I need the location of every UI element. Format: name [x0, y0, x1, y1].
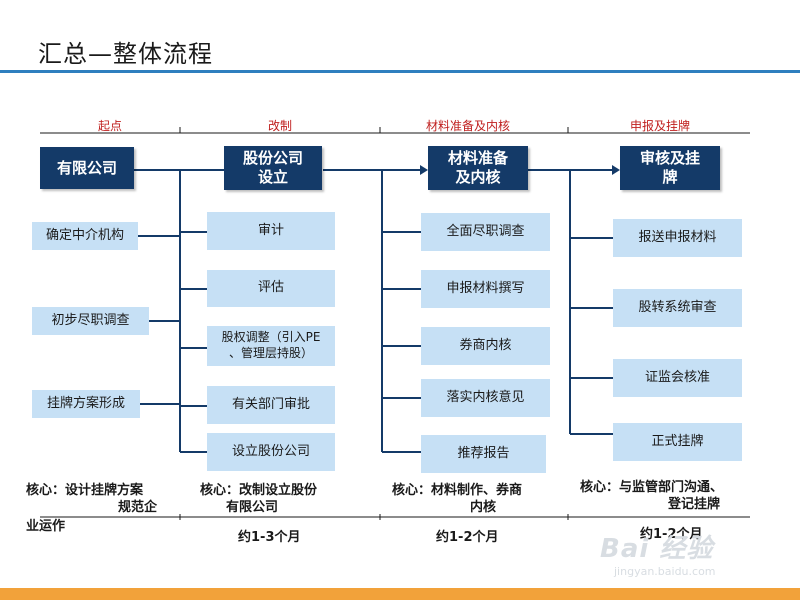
step-label: 股权调整（引入PE — [221, 330, 321, 345]
stage-box-joint-stock: 股份公司 设立 — [224, 146, 322, 190]
step-label: 、管理层持股） — [228, 346, 313, 360]
stage-label: 审核及挂 — [639, 149, 700, 168]
stage-label: 牌 — [662, 168, 678, 186]
core-note-1b: 规范企 — [118, 500, 158, 515]
step-box-equity-adjustment: 股权调整（引入PE 、管理层持股） — [207, 326, 335, 366]
step-box: 落实内核意见 — [421, 379, 550, 417]
footer-bar — [0, 588, 800, 600]
step-box: 初步尽职调查 — [32, 307, 149, 335]
core-note-1a: 核心：设计挂牌方案 — [26, 483, 144, 498]
step-box: 股转系统审查 — [613, 289, 742, 327]
phase-label-restructure: 改制 — [267, 119, 292, 133]
step-box: 挂牌方案形成 — [32, 390, 140, 418]
core-note-3a: 核心：材料制作、券商 — [392, 483, 523, 498]
baidu-watermark: Bai 经验 jingyan.baidu.com — [600, 528, 770, 588]
stage-label: 材料准备 — [447, 149, 508, 168]
stage-box-limited-company: 有限公司 — [40, 147, 134, 189]
step-box: 证监会核准 — [613, 359, 742, 397]
core-note-4b: 登记挂牌 — [668, 497, 721, 512]
stage-label: 股份公司 — [242, 149, 303, 168]
phase-label-start: 起点 — [97, 119, 122, 133]
step-box: 全面尽职调查 — [421, 213, 550, 251]
core-note-1c: 业运作 — [26, 519, 66, 534]
core-note-3b: 内核 — [470, 500, 497, 515]
arrow-head — [612, 165, 620, 175]
core-note-2a: 核心：改制设立股份 — [200, 483, 318, 498]
watermark-logo-text: Bai 经验 — [600, 534, 714, 564]
duration-restructure: 约1-3个月 — [238, 530, 301, 545]
step-box: 设立股份公司 — [207, 433, 335, 471]
step-box: 推荐报告 — [421, 435, 546, 473]
watermark-url: jingyan.baidu.com — [614, 565, 716, 578]
step-box: 申报材料撰写 — [421, 270, 550, 308]
stage-box-review-listing: 审核及挂 牌 — [620, 146, 720, 190]
stage-label: 及内核 — [455, 168, 501, 186]
core-note-2b: 有限公司 — [226, 500, 279, 515]
core-note-4a: 核心：与监管部门沟通、 — [580, 480, 724, 495]
stage-label: 有限公司 — [56, 158, 117, 177]
phase-label-materials: 材料准备及内核 — [425, 119, 510, 133]
page-title: 汇总—整体流程 — [38, 40, 213, 68]
step-box: 审计 — [207, 212, 335, 250]
phase-label-listing: 申报及挂牌 — [629, 119, 690, 133]
stage-box-materials: 材料准备 及内核 — [428, 146, 528, 190]
step-box: 券商内核 — [421, 327, 550, 365]
step-box: 确定中介机构 — [32, 222, 138, 250]
step-box: 正式挂牌 — [613, 423, 742, 461]
step-box: 报送申报材料 — [613, 219, 742, 257]
stage-label: 设立 — [257, 168, 288, 186]
duration-materials: 约1-2个月 — [436, 530, 499, 545]
arrow-head — [420, 165, 428, 175]
duration-listing: 约1-2个月 — [640, 527, 703, 542]
title-divider — [0, 70, 800, 73]
step-box: 有关部门审批 — [207, 386, 335, 424]
step-box: 评估 — [207, 270, 335, 307]
